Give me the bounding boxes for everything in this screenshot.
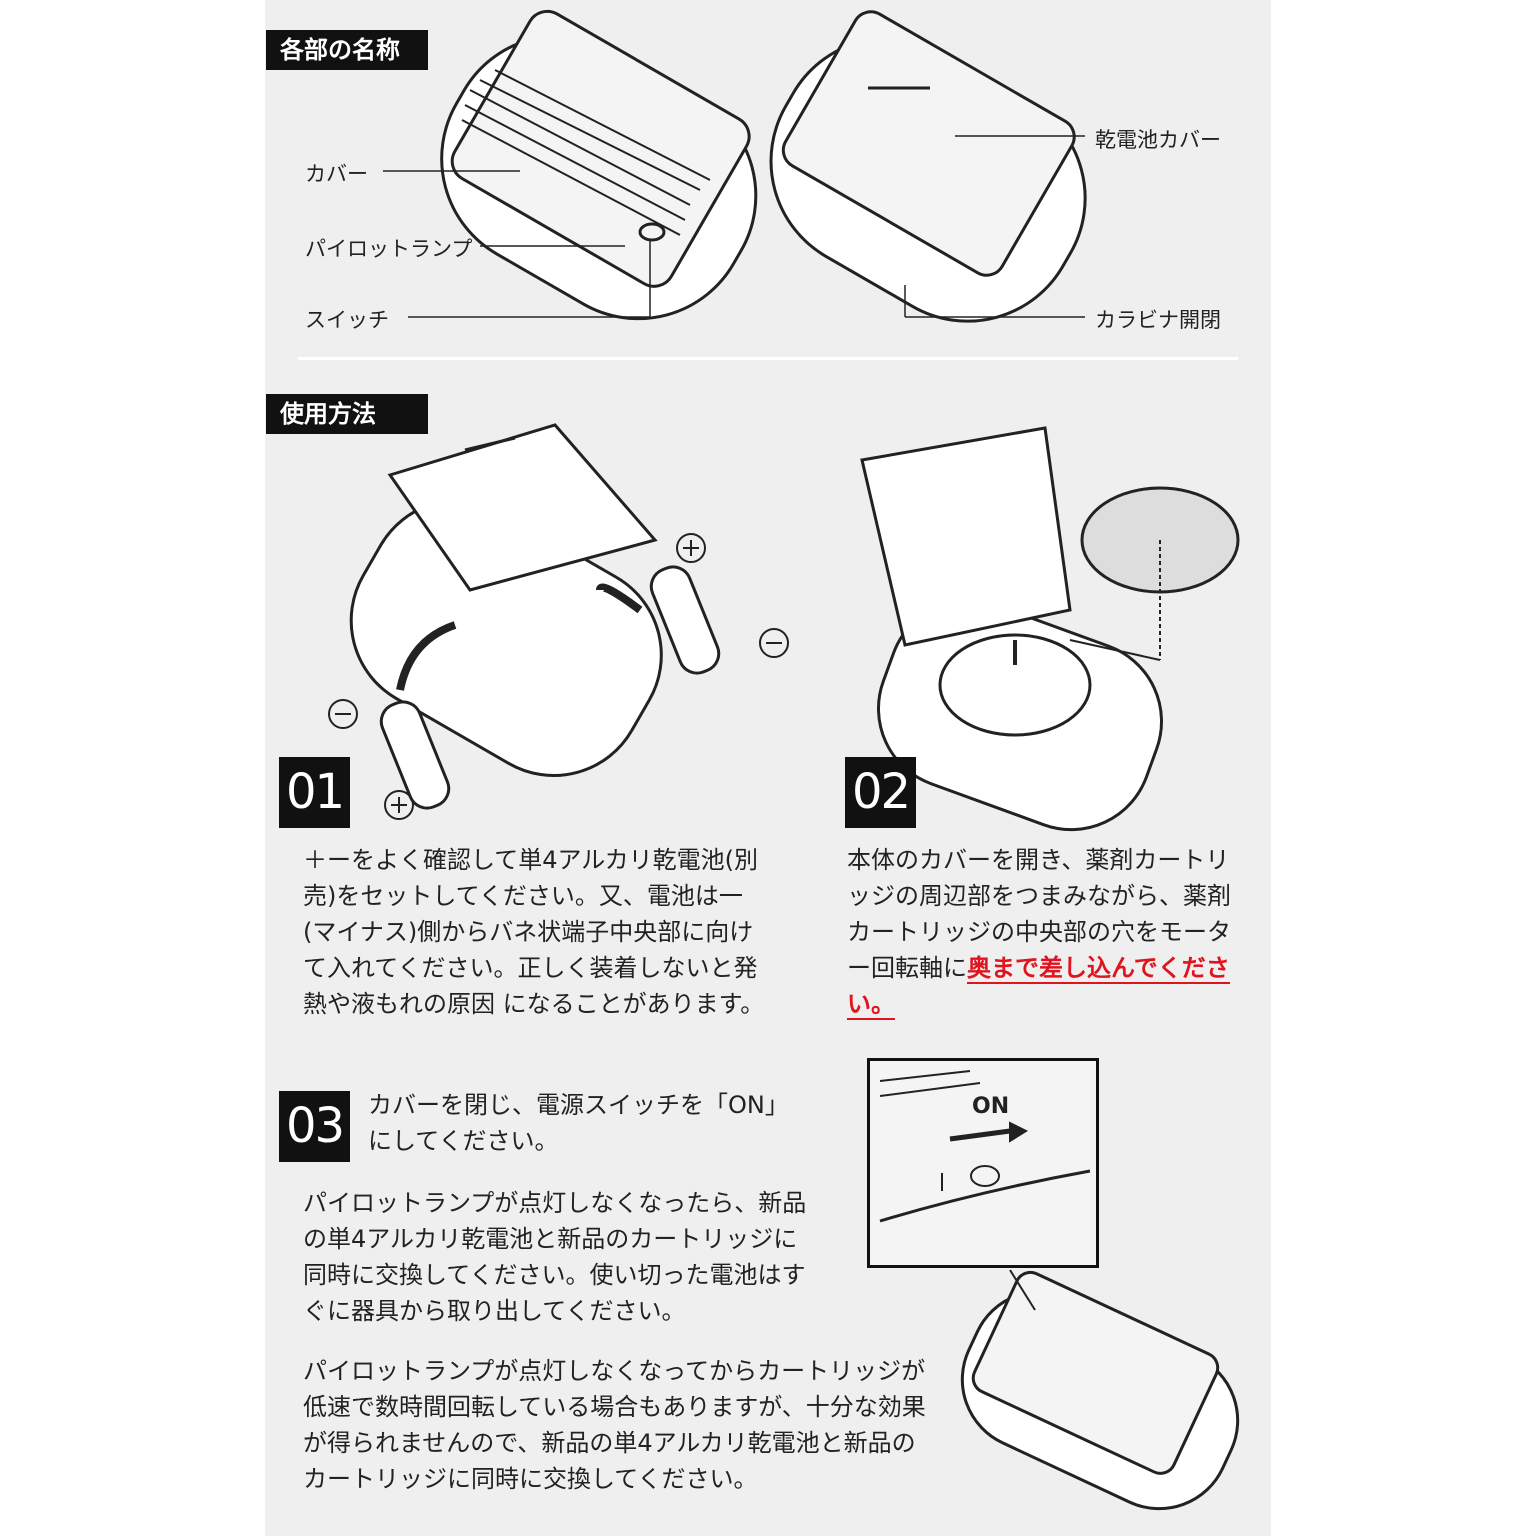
step-02-text: 本体のカバーを開き、薬剤カートリッジの周辺部をつまみながら、薬剤カートリッジの中… [847, 842, 1247, 1022]
note-replace-text: パイロットランプが点灯しなくなったら、新品の単4アルカリ乾電池と新品のカートリッ… [303, 1189, 807, 1325]
label-carabiner: カラビナ開閉 [1095, 308, 1221, 332]
step-02-body: 本体のカバーを開き、薬剤カートリッジの周辺部をつまみながら、薬剤カートリッジの中… [847, 846, 1231, 982]
switch-detail-inset [867, 1058, 1099, 1268]
label-battery-cover: 乾電池カバー [1095, 128, 1221, 152]
note-low-speed-text: パイロットランプが点灯しなくなってからカートリッジが低速で数時間回転している場合… [303, 1357, 926, 1493]
step-03-text: カバーを閉じ、電源スイッチを「ON」にしてください。 [368, 1091, 789, 1155]
label-cover: カバー [305, 162, 368, 186]
device-back-illustration [769, 10, 1087, 323]
step-number-02: 02 [845, 757, 916, 828]
usage-section-title: 使用方法 [266, 394, 428, 434]
switch-detail-illustration [879, 1070, 1091, 1223]
leader-lines [383, 135, 1085, 318]
device-closed-illustration [960, 1269, 1240, 1511]
section-divider [298, 357, 1238, 360]
step-01-text: ＋ーをよく確認して単4アルカリ乾電池(別売)をセットしてください。又、電池は一(… [303, 846, 765, 1018]
parts-section-title: 各部の名称 [266, 30, 428, 70]
label-pilot-lamp: パイロットランプ [305, 237, 473, 261]
step-number-03: 03 [279, 1091, 350, 1162]
step-02-emphasis: 奥まで差し込んでください。 [847, 954, 1230, 1020]
cartridge-install-illustration [860, 426, 1240, 832]
battery-install-illustration [328, 423, 789, 820]
on-label: ON [972, 1094, 1010, 1119]
device-front-illustration [440, 9, 758, 321]
label-switch: スイッチ [305, 308, 389, 332]
step-number-01: 01 [279, 757, 350, 828]
